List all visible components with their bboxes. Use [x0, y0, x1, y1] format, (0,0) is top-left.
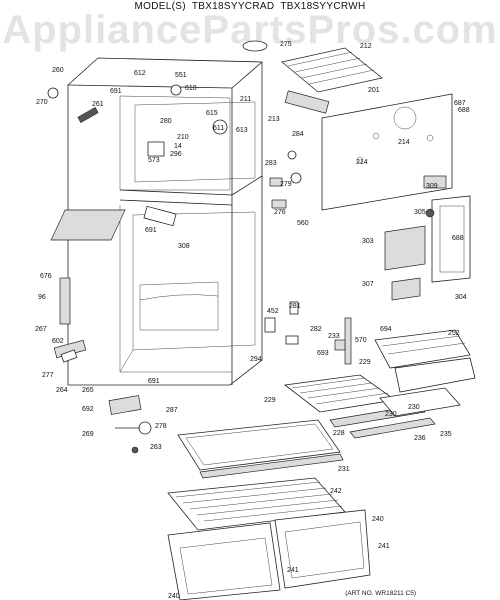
- part-number-label: 309: [426, 183, 438, 190]
- part-number-label: 611: [213, 125, 224, 132]
- part-number-label: 275: [280, 41, 292, 48]
- part-number-label: 308: [178, 243, 190, 250]
- part-number-label: 241: [378, 543, 390, 550]
- part-number-label: 233: [328, 333, 340, 340]
- part-number-label: 240: [372, 516, 384, 523]
- part-number-label: 284: [292, 131, 304, 138]
- part-number-label: 264: [56, 387, 68, 394]
- part-number-label: 210: [177, 134, 189, 141]
- art-number: (ART NO. WR18211 C5): [345, 590, 416, 597]
- part-number-label: 240: [168, 593, 180, 600]
- part-number-label: 281: [289, 303, 301, 310]
- part-number-label: 279: [280, 181, 292, 188]
- glass-shelf-228: [177, 419, 344, 479]
- part-number-label: 283: [265, 160, 277, 167]
- part-number-label: 230: [408, 404, 420, 411]
- part-number-label: 211: [240, 96, 251, 103]
- part-number-label: 241: [287, 567, 299, 574]
- part-number-label: 691: [145, 227, 157, 234]
- model-number: TBX18SYYCRWH: [280, 1, 366, 12]
- part-number-label: 691: [148, 378, 160, 385]
- part-number-label: 267: [35, 326, 47, 333]
- part-number-label: 610: [185, 85, 197, 92]
- part-number-label: 252: [448, 330, 460, 337]
- part-number-label: 304: [455, 294, 467, 301]
- part-number-label: 235: [440, 431, 452, 438]
- part-number-label: 676: [40, 273, 52, 280]
- part-number-label: 282: [310, 326, 322, 333]
- part-number-label: 96: [38, 294, 46, 301]
- part-number-label: 263: [150, 444, 162, 451]
- part-number-label: 573: [148, 157, 160, 164]
- part-number-label: 287: [166, 407, 178, 414]
- part-number-label: 615: [206, 110, 218, 117]
- part-number-label: 277: [42, 372, 54, 379]
- part-number-label: 260: [52, 67, 64, 74]
- model-number: TBX18SYYCRAD: [191, 1, 275, 12]
- part-number-label: 691: [110, 88, 122, 95]
- model-prefix: MODEL(S): [134, 1, 186, 12]
- part-number-label: 307: [362, 281, 374, 288]
- part-number-label: 214: [398, 139, 410, 146]
- part-number-label: 688: [458, 107, 470, 114]
- part-number-label: 280: [160, 118, 172, 125]
- part-number-label: 294: [250, 356, 262, 363]
- part-number-label: 228: [333, 430, 345, 437]
- small-parts: [47, 40, 352, 454]
- part-number-label: 214: [356, 159, 368, 166]
- part-number-label: 296: [170, 151, 182, 158]
- part-number-label: 694: [380, 326, 392, 333]
- model-header: MODEL(S) TBX18SYYCRAD TBX18SYYCRWH: [0, 1, 500, 12]
- part-number-label: 276: [274, 209, 286, 216]
- shelf-212: [281, 47, 383, 93]
- part-number-label: 602: [52, 338, 64, 345]
- part-number-label: 201: [368, 87, 380, 94]
- part-number-label: 452: [267, 308, 279, 315]
- part-number-label: 303: [362, 238, 374, 245]
- crisper-drawers: [167, 509, 371, 600]
- ice-tray: [284, 90, 330, 114]
- part-number-label: 265: [82, 387, 94, 394]
- part-number-label: 14: [174, 143, 182, 150]
- part-number-label: 242: [330, 488, 342, 495]
- part-number-label: 230: [385, 411, 397, 418]
- part-number-label: 560: [297, 220, 309, 227]
- part-number-label: 570: [355, 337, 367, 344]
- panel-201: [321, 93, 453, 211]
- shelf-229: [283, 374, 461, 439]
- part-number-label: 229: [359, 359, 371, 366]
- part-number-label: 261: [92, 101, 104, 108]
- part-number-label: 231: [338, 466, 350, 473]
- part-number-label: 213: [268, 116, 280, 123]
- part-number-label: 305: [414, 209, 426, 216]
- part-number-label: 692: [82, 406, 94, 413]
- part-number-label: 270: [36, 99, 48, 106]
- part-number-label: 551: [175, 72, 187, 79]
- part-number-label: 229: [264, 397, 276, 404]
- part-number-label: 278: [155, 423, 167, 430]
- part-number-label: 693: [317, 350, 329, 357]
- part-number-label: 269: [82, 431, 94, 438]
- part-number-label: 612: [134, 70, 146, 77]
- part-number-label: 212: [360, 43, 372, 50]
- part-number-label: 688: [452, 235, 464, 242]
- part-number-label: 236: [414, 435, 426, 442]
- shelf-252: [374, 329, 476, 393]
- part-number-label: 687: [454, 100, 466, 107]
- air-duct: [384, 175, 471, 301]
- part-number-label: 613: [236, 127, 248, 134]
